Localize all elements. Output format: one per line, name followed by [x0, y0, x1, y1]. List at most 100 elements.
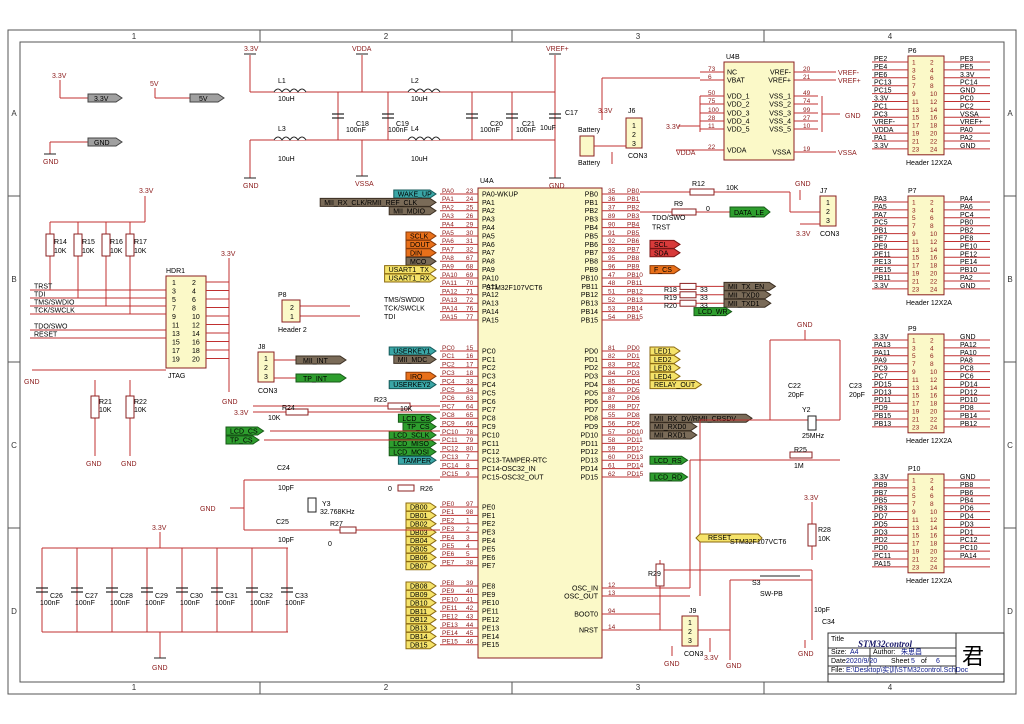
mcu-left-net: PC5: [442, 387, 455, 394]
jtag-pin-left: 7: [172, 306, 176, 313]
jtag-pin-left: 11: [172, 323, 179, 330]
tb-date: 2020/9/20: [846, 658, 877, 665]
header-right-net: PA0: [960, 127, 973, 134]
header-left-net: PC1: [874, 103, 888, 110]
mcu-right-pin-num: 85: [608, 378, 616, 385]
r24-value: 10K: [268, 415, 281, 422]
header-right-net: PB6: [960, 490, 973, 497]
mcu-right-net-label-shape: [649, 363, 681, 373]
jtag-pin-right: 18: [192, 348, 200, 355]
c17-ref: C17: [565, 110, 578, 117]
decoup-3v3: 3.3V: [152, 525, 167, 532]
header-right-net: PB4: [960, 498, 973, 505]
header-right-net: PE5: [960, 64, 973, 71]
header-pin-odd: 5: [912, 215, 916, 222]
mcu-right-net-label-shape: [649, 380, 703, 390]
u4b-left-num: 75: [708, 98, 716, 105]
header-pin-even: 12: [930, 377, 938, 384]
header-pin-odd: 9: [912, 369, 916, 376]
u4b-left-num: 73: [708, 66, 716, 73]
mcu-right-pin-name: PB6: [585, 242, 598, 249]
mcu-left-net: PE14: [442, 630, 458, 637]
battery-top-label: Battery: [578, 127, 601, 134]
mcu-extra-pin-name: NRST: [579, 627, 599, 634]
header-left-net: PC3: [874, 111, 888, 118]
mcu-right-pin-num: 37: [608, 205, 616, 212]
reset-section: 3.3V R28 10K S3 SW-PB 10pF C34 RESET STM…: [640, 495, 835, 670]
mcu-right-pin-num: 48: [608, 280, 616, 287]
r22-ref: R22: [134, 399, 147, 406]
r21-gnd: GND: [86, 461, 102, 468]
jtag-signal-label: TRST: [34, 284, 53, 291]
mcu-left-net-label-shape: [388, 438, 437, 448]
r27-value: 0: [328, 541, 332, 548]
header-left-net: PE2: [874, 56, 887, 63]
mcu-extra-pin-name: BOOT0: [574, 611, 598, 618]
header-pin-even: 4: [930, 67, 934, 74]
header-right-net: PD1: [960, 529, 974, 536]
mcu-right-pin-name: PD1: [584, 357, 598, 364]
mcu-left-pin-name: PE2: [482, 521, 495, 528]
mcu-right-net-label-shape: [649, 239, 681, 249]
header-right-net: PE3: [960, 56, 973, 63]
decoup-ref: C30: [190, 593, 203, 600]
mcu-left-pin-num: 76: [466, 305, 474, 312]
jtag-3v3: 3.3V: [139, 188, 154, 195]
jtag-pin-left: 13: [172, 331, 180, 338]
header-right-net: PB14: [960, 413, 977, 420]
header-pin-odd: 15: [912, 533, 920, 540]
decoup-value: 100nF: [180, 600, 200, 607]
mcu-right-net-label-shape: [649, 455, 689, 465]
mcu-left-net-label: DB10: [410, 600, 428, 607]
j7-gnd: GND: [795, 181, 811, 188]
header-right-net: PD12: [960, 389, 978, 396]
mcu-u4b: U4B 73NC6VBAT50VDD_175VDD_2100VDD_328VDD…: [666, 54, 861, 161]
mcu-right-net-label-shape: [649, 422, 698, 432]
u4b-right-name: VREF-: [770, 69, 792, 76]
header-pin-even: 14: [930, 385, 938, 392]
mcu-right-net: PB0: [627, 188, 640, 195]
mcu-left-pin-name: PE9: [482, 592, 495, 599]
u4b-right-name: VSS_4: [769, 118, 791, 125]
mcu-left-net-label: SCLK: [410, 234, 429, 241]
mcu-left-pin-num: 66: [466, 420, 474, 427]
tdo-label: TDO/SWO: [652, 215, 686, 222]
col-label-top: 3: [636, 32, 641, 41]
j8-pin1: 1: [264, 356, 268, 363]
header-pin-odd: 3: [912, 67, 916, 74]
j8-pin2: 2: [264, 365, 268, 372]
rtc-section: GND C24 10pF C25 10pF Y3 32.768KHz R27 0…: [200, 465, 440, 548]
header-pin-even: 14: [930, 525, 938, 532]
jtag-pin-left: 1: [172, 280, 176, 287]
mcu-right-net-label-shape: [649, 430, 698, 440]
c22-ref: C22: [788, 383, 801, 390]
col-label-top: 4: [888, 32, 893, 41]
mcu-left-pin-num: 15: [466, 345, 474, 352]
jtag-res-body: [101, 233, 111, 257]
mcu-right-net-label-shape: [649, 354, 681, 364]
mcu-left-pin-name: PE7: [482, 563, 495, 570]
mcu-left-pin-num: 17: [466, 362, 474, 369]
mcu-left-net-label-shape: [405, 536, 437, 546]
header-pin-even: 16: [930, 255, 938, 262]
jtag-gnd-right: GND: [222, 399, 238, 406]
decoup-value: 100nF: [110, 600, 130, 607]
mcu-left-pin-num: 68: [466, 263, 474, 270]
mii-int-label: MII_INT: [303, 358, 329, 365]
mcu-left-net: PC13: [442, 454, 459, 461]
c25-value: 10pF: [278, 537, 294, 544]
mcu-right-pin-name: PB14: [581, 309, 598, 316]
mcu-left-pin-name: PA12: [482, 292, 499, 299]
mcu-u4a: U4A STM32F107VCT6 23PA0-WKUPPA0WAKE_UP24…: [225, 178, 777, 659]
u4b-vssa: VSSA: [838, 150, 857, 157]
j7-section: J7 CON3 1 2 3 GND 3.3V R12 10K R9 0 TDO/…: [640, 181, 840, 238]
l3-value: 10uH: [278, 156, 295, 163]
mcu-left-pin-name: PC7: [482, 407, 496, 414]
header-pin-even: 16: [930, 533, 938, 540]
mcu-left-net: PA2: [442, 205, 454, 212]
l1-ref: L1: [278, 78, 286, 85]
mcu-right-pin-name: PB1: [585, 200, 598, 207]
u4b-title: U4B: [726, 54, 740, 61]
header-pin-odd: 21: [912, 138, 920, 145]
mcu-left-net-label-shape: [405, 589, 437, 599]
